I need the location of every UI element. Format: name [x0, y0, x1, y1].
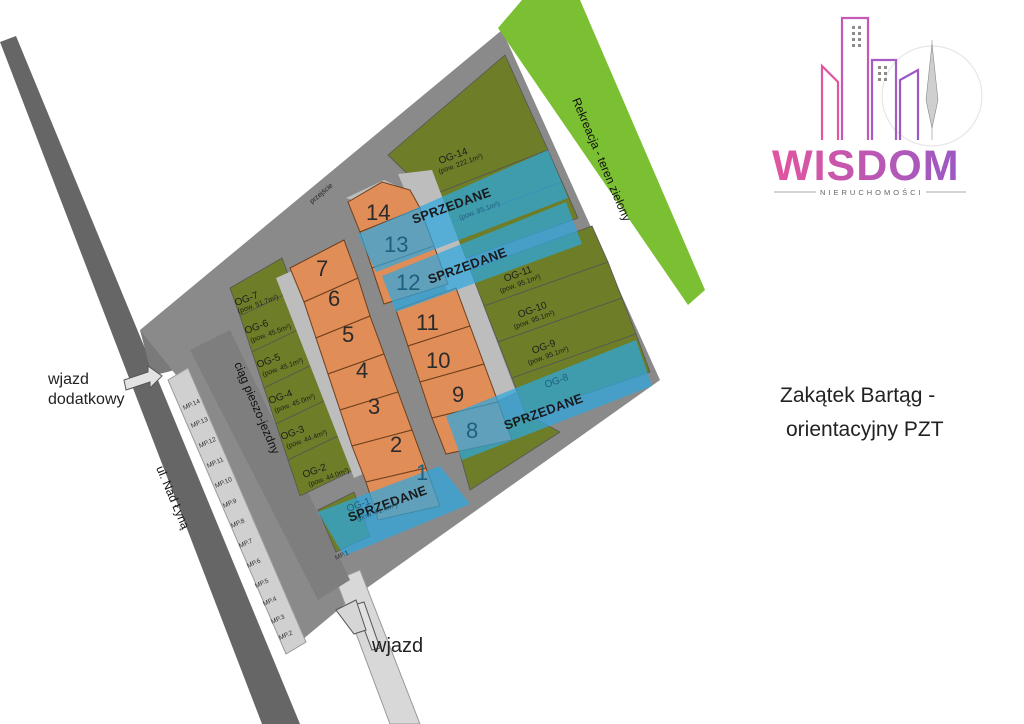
plot-label-11: 11 — [416, 310, 439, 335]
plot-label-10: 10 — [426, 348, 450, 373]
brand-subtitle: NIERUCHOMOŚCI — [820, 188, 924, 197]
parking-strip — [167, 367, 307, 655]
plot-label-14: 14 — [366, 200, 390, 225]
entrance-extra-label-1: wjazd — [47, 371, 89, 388]
plot-label-12: 12 — [396, 270, 420, 295]
plot-label-13: 13 — [384, 232, 408, 257]
plot-label-7: 7 — [316, 256, 328, 281]
plot-label-3: 3 — [368, 394, 380, 419]
plot-label-8: 8 — [466, 418, 478, 443]
plot-label-5: 5 — [342, 322, 354, 347]
entrance-extra-arrow-icon — [123, 365, 163, 391]
plot-label-6: 6 — [328, 286, 340, 311]
entrance-main-label: wjazd — [371, 635, 423, 657]
brand-logo: WISDOM NIERUCHOMOŚCI — [772, 16, 983, 197]
entrance-main-arrow-icon — [335, 599, 381, 651]
sold-overlay-1 — [318, 466, 470, 556]
footpath-strip — [190, 330, 350, 600]
recreation-area — [498, 0, 705, 305]
plot-label-1: 1 — [416, 460, 428, 485]
page-title-line1: Zakątek Bartąg - — [780, 384, 935, 407]
plot-label-9: 9 — [452, 382, 464, 407]
buildings-icon — [820, 16, 920, 140]
sold-overlay-12 — [382, 202, 582, 312]
sold-overlay-13 — [358, 150, 568, 272]
page-title-line2: orientacyjny PZT — [786, 418, 944, 441]
brand-name: WISDOM — [772, 142, 960, 190]
plot-14[interactable] — [347, 181, 421, 233]
plot-label-2: 2 — [390, 432, 402, 457]
sold-overlay-8 — [446, 340, 652, 460]
entrance-extra-label-2: dodatkowy — [48, 391, 125, 408]
plot-label-4: 4 — [356, 358, 368, 383]
